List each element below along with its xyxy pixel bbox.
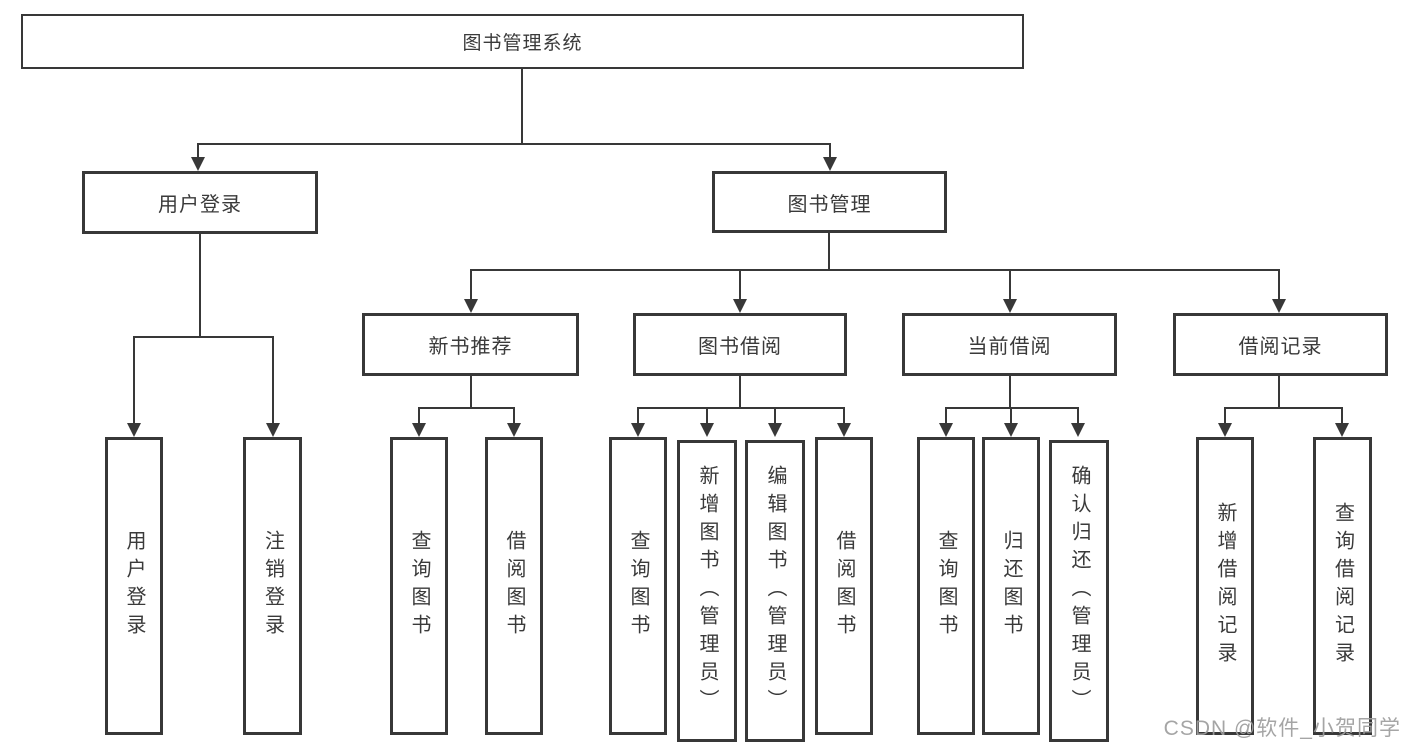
node-leaf-confirm-return-admin: 确认归还（管理员） (1049, 440, 1109, 742)
arrow-down-icon (1071, 423, 1085, 437)
connector-line (946, 407, 1079, 409)
node-leaf-add-borrow-record: 新增借阅记录 (1196, 437, 1254, 735)
arrow-down-icon (127, 423, 141, 437)
arrow-down-icon (939, 423, 953, 437)
arrow-down-icon (1003, 299, 1017, 313)
node-label: 用户登录 (123, 530, 145, 642)
connector-line (418, 407, 420, 425)
node-leaf-borrow-book-2: 借阅图书 (815, 437, 873, 735)
watermark: CSDN @软件_小贺同学 (1163, 717, 1401, 740)
node-book-borrow: 图书借阅 (633, 313, 847, 376)
node-leaf-add-book-admin: 新增图书（管理员） (677, 440, 737, 742)
node-leaf-query-book-1: 查询图书 (390, 437, 448, 735)
connector-line (843, 407, 845, 425)
connector-line (1010, 407, 1012, 425)
connector-line (739, 374, 741, 409)
node-label: 借阅图书 (503, 530, 525, 642)
node-borrow-record: 借阅记录 (1173, 313, 1388, 376)
arrow-down-icon (266, 423, 280, 437)
node-leaf-query-book-3: 查询图书 (917, 437, 975, 735)
arrow-down-icon (191, 157, 205, 171)
arrow-down-icon (837, 423, 851, 437)
node-leaf-borrow-book-1: 借阅图书 (485, 437, 543, 735)
node-label: 借阅图书 (833, 530, 855, 642)
connector-line (1225, 407, 1343, 409)
node-user-login: 用户登录 (82, 171, 318, 234)
connector-line (1009, 374, 1011, 409)
arrow-down-icon (768, 423, 782, 437)
node-leaf-logout: 注销登录 (243, 437, 302, 735)
connector-line (197, 143, 199, 159)
node-label: 查询借阅记录 (1331, 502, 1354, 670)
arrow-down-icon (1272, 299, 1286, 313)
arrow-down-icon (631, 423, 645, 437)
node-label: 新增图书（管理员） (696, 465, 718, 717)
node-label: 编辑图书（管理员） (764, 465, 786, 717)
node-label: 查询图书 (627, 530, 649, 642)
node-label: 借阅记录 (1238, 336, 1323, 358)
connector-line (638, 407, 845, 409)
connector-line (945, 407, 947, 425)
arrow-down-icon (1335, 423, 1349, 437)
connector-line (1009, 269, 1011, 300)
connector-line (637, 407, 639, 425)
arrow-down-icon (733, 299, 747, 313)
arrow-down-icon (412, 423, 426, 437)
arrow-down-icon (464, 299, 478, 313)
connector-line (829, 143, 831, 159)
node-root: 图书管理系统 (21, 14, 1024, 69)
node-label: 图书管理 (787, 193, 872, 216)
connector-line (133, 336, 135, 424)
connector-line (774, 407, 776, 425)
connector-line (199, 234, 201, 338)
connector-line (470, 269, 1280, 271)
connector-line (828, 233, 830, 271)
node-label: 归还图书 (1000, 530, 1022, 642)
node-label: 新书推荐 (428, 336, 513, 358)
connector-line (419, 407, 515, 409)
arrow-down-icon (1004, 423, 1018, 437)
connector-line (198, 143, 830, 145)
connector-line (134, 336, 273, 338)
node-label: 新增借阅记录 (1214, 502, 1236, 670)
connector-line (1341, 407, 1343, 425)
node-label: 当前借阅 (967, 336, 1052, 358)
node-leaf-user-login: 用户登录 (105, 437, 163, 735)
connector-line (513, 407, 515, 425)
node-label: 用户登录 (158, 194, 242, 216)
node-label: 查询图书 (935, 530, 957, 642)
arrow-down-icon (1218, 423, 1232, 437)
node-book-management: 图书管理 (712, 171, 947, 233)
node-leaf-edit-book-admin: 编辑图书（管理员） (745, 440, 805, 742)
connector-line (1278, 269, 1280, 300)
node-root-label: 图书管理系统 (462, 33, 583, 54)
connector-line (272, 336, 274, 424)
connector-line (1077, 407, 1079, 425)
node-label: 图书借阅 (698, 336, 782, 358)
connector-line (706, 407, 708, 425)
connector-line (470, 269, 472, 300)
node-new-book-recommend: 新书推荐 (362, 313, 579, 376)
connector-line (521, 69, 523, 144)
arrow-down-icon (700, 423, 714, 437)
connector-line (739, 269, 741, 300)
connector-line (470, 374, 472, 409)
node-leaf-query-book-2: 查询图书 (609, 437, 667, 735)
connector-line (1278, 374, 1280, 409)
connector-line (1224, 407, 1226, 425)
arrow-down-icon (823, 157, 837, 171)
node-label: 确认归还（管理员） (1068, 465, 1090, 717)
node-label: 查询图书 (408, 530, 430, 642)
node-label: 注销登录 (261, 530, 284, 642)
arrow-down-icon (507, 423, 521, 437)
node-current-borrow: 当前借阅 (902, 313, 1117, 376)
node-leaf-query-borrow-record: 查询借阅记录 (1313, 437, 1372, 735)
node-leaf-return-book: 归还图书 (982, 437, 1040, 735)
